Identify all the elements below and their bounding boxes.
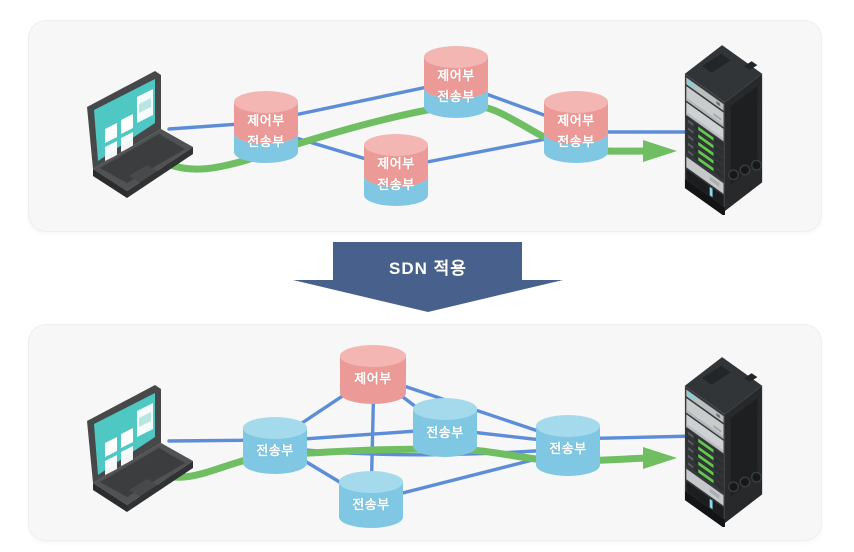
down-arrow-icon (293, 242, 563, 312)
server-rack-icon (684, 356, 763, 527)
sdn-apply-arrow: SDN 적용 (288, 240, 568, 316)
node-switch-3 (364, 134, 428, 206)
node-forward-4 (536, 415, 600, 476)
server-rack-icon (684, 44, 763, 215)
laptop-icon (87, 385, 193, 512)
node-switch-2 (424, 46, 488, 118)
green-flow-arrowhead (643, 140, 677, 162)
laptop-icon (87, 71, 193, 198)
node-controller (340, 345, 406, 404)
node-switch-1 (234, 91, 298, 163)
sdn-arrow-label: SDN 적용 (389, 259, 467, 278)
after-sdn-panel: 제어부 전송부 전송부 전송부 전송부 (28, 324, 822, 541)
node-forward-1 (243, 417, 307, 474)
node-forward-3 (339, 471, 403, 528)
green-flow-arrowhead (643, 447, 677, 469)
node-switch-4 (544, 91, 608, 163)
before-sdn-panel: 제어부 전송부 제어부 전송부 제어부 전송부 제어부 전송부 (28, 20, 822, 232)
node-forward-2 (413, 398, 477, 457)
